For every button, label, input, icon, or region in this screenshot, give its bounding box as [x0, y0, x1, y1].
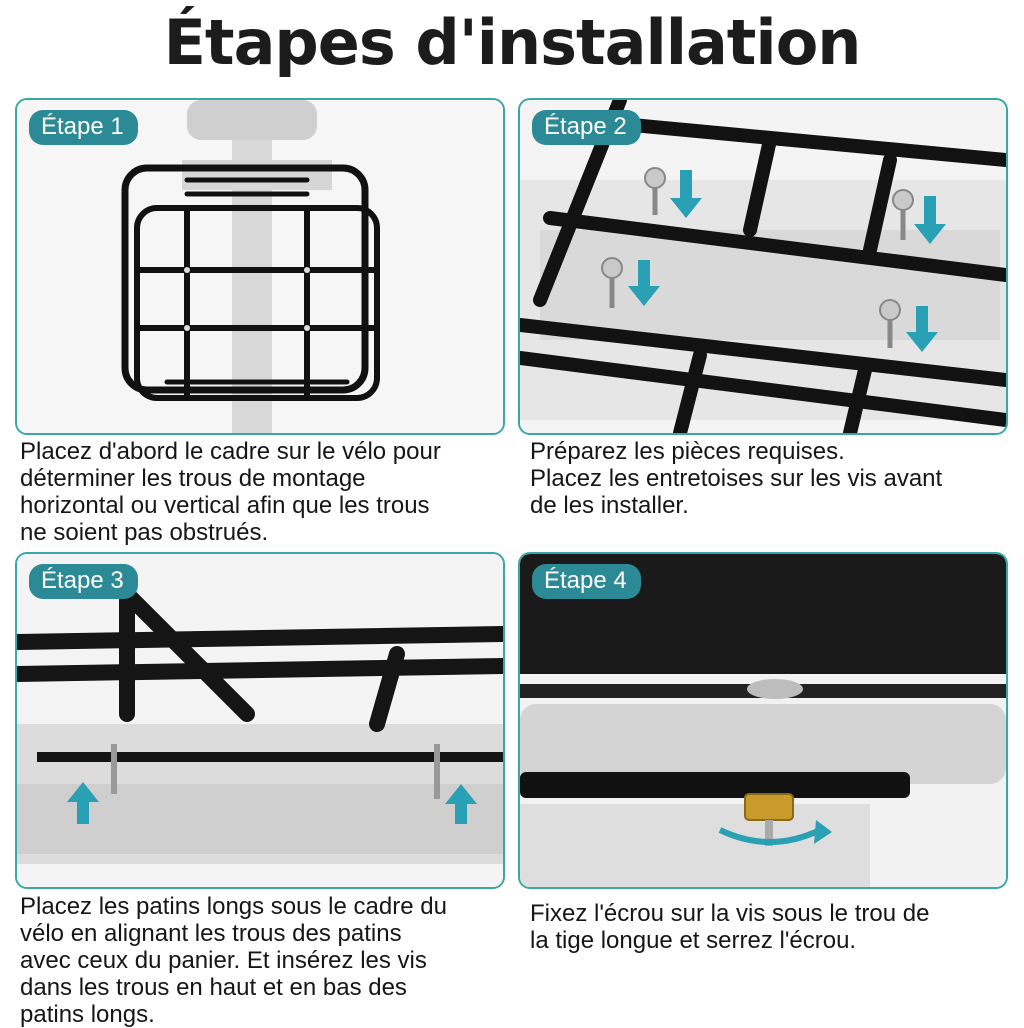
rack-screws-illustration: [520, 100, 1006, 433]
step-1-image: Étape 1: [15, 98, 505, 435]
step-2-badge: Étape 2: [532, 110, 641, 145]
step-2-caption: Préparez les pièces requises. Placez les…: [530, 438, 943, 519]
basket-illustration: [17, 100, 503, 433]
step-1-caption: Placez d'abord le cadre sur le vélo pour…: [20, 438, 441, 546]
step-3-badge: Étape 3: [29, 564, 138, 599]
long-pads-illustration: [17, 554, 503, 887]
page-title: Étapes d'installation: [163, 6, 862, 79]
step-3-image: Étape 3: [15, 552, 505, 889]
step-2-image: Étape 2: [518, 98, 1008, 435]
step-1-badge: Étape 1: [29, 110, 138, 145]
nut-tightening-illustration: [520, 554, 1006, 887]
step-4-caption: Fixez l'écrou sur la vis sous le trou de…: [530, 900, 930, 954]
step-3-caption: Placez les patins longs sous le cadre du…: [20, 893, 447, 1028]
step-4-badge: Étape 4: [532, 564, 641, 599]
step-4-image: Étape 4: [518, 552, 1008, 889]
